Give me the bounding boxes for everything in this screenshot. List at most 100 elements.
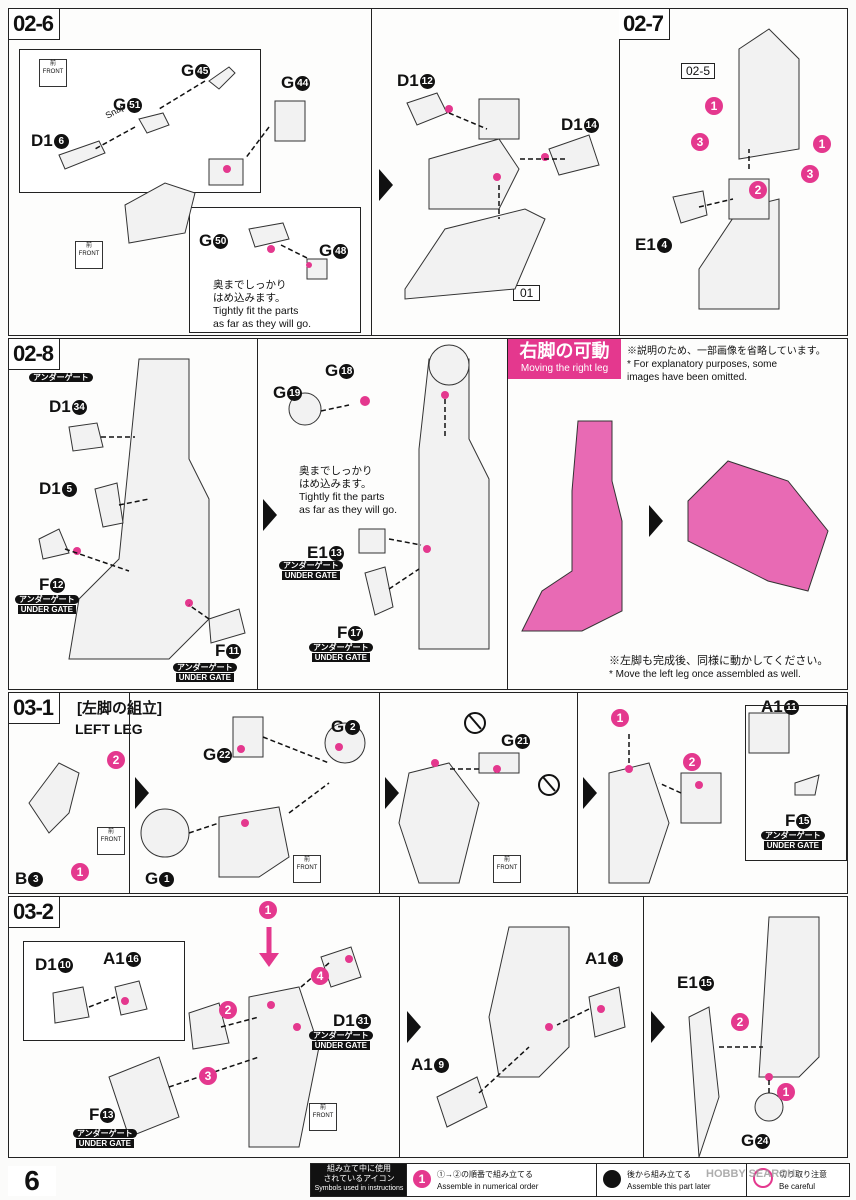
sub-assembly-box bbox=[23, 941, 185, 1041]
next-arrow bbox=[385, 777, 399, 809]
order-1: 1 bbox=[777, 1083, 795, 1101]
legend-title: 組み立て中に使用されているアイコン Symbols used in instru… bbox=[310, 1163, 408, 1197]
later-icon bbox=[603, 1170, 621, 1188]
next-arrow bbox=[407, 1011, 421, 1043]
part-tag: 01 bbox=[513, 285, 541, 301]
ref-tag: 02-5 bbox=[681, 63, 716, 79]
parts-drawing bbox=[52, 916, 820, 1158]
step-02-8: 02-8 bbox=[9, 339, 61, 370]
next-arrow bbox=[263, 499, 277, 531]
next-arrow bbox=[379, 169, 393, 201]
left-leg-note: ※左脚も完成後、同様に動かしてください。 * Move the left leg… bbox=[609, 655, 829, 680]
order-3: 3 bbox=[801, 165, 819, 183]
row-03-2: 03-2 bbox=[8, 896, 848, 1158]
row-03-1: 03-1 [左脚の組立] LEFT LEG bbox=[8, 692, 848, 894]
left-leg-title-jp: [左脚の組立] bbox=[77, 700, 162, 717]
next-arrow bbox=[583, 777, 597, 809]
order-1: 1 bbox=[611, 709, 629, 727]
next-arrow bbox=[135, 777, 149, 809]
step-03-1: 03-1 bbox=[9, 693, 61, 724]
legend-careful: 切り取り注意 Be careful bbox=[746, 1163, 850, 1197]
omission-note: ※説明のため、一部画像を省略しています。 * For explanatory p… bbox=[627, 346, 826, 383]
under-gate-tag: アンダーゲート bbox=[29, 373, 93, 382]
order-4: 4 bbox=[311, 967, 329, 985]
order-2: 2 bbox=[749, 181, 767, 199]
right-leg-title: 右脚の可動 Moving the right leg bbox=[508, 339, 621, 379]
next-arrow bbox=[651, 1011, 665, 1043]
order-3: 3 bbox=[199, 1067, 217, 1085]
watermark: HOBBY SEARCH bbox=[706, 1168, 796, 1180]
order-2: 2 bbox=[731, 1013, 749, 1031]
order-1: 1 bbox=[705, 97, 723, 115]
parts-drawing bbox=[58, 28, 800, 310]
order-2: 2 bbox=[683, 753, 701, 771]
order-1: 1 bbox=[813, 135, 831, 153]
order-2: 2 bbox=[107, 751, 125, 769]
order-1: 1 bbox=[259, 901, 277, 919]
step-02-7: 02-7 bbox=[619, 9, 671, 40]
careful-icon bbox=[753, 1168, 773, 1188]
order-2: 2 bbox=[219, 1001, 237, 1019]
order-3: 3 bbox=[691, 133, 709, 151]
leg-motion-drawing bbox=[521, 420, 829, 632]
parts-drawing bbox=[28, 712, 820, 884]
parts-drawing bbox=[38, 344, 490, 660]
detail-box bbox=[745, 705, 847, 861]
order-1: 1 bbox=[71, 863, 89, 881]
legend-order: 1 ①→②の順番で組み立てる Assemble in numerical ord… bbox=[406, 1163, 598, 1197]
step-02-6: 02-6 bbox=[9, 9, 61, 40]
order-icon: 1 bbox=[413, 1170, 431, 1188]
left-leg-title-en: LEFT LEG bbox=[75, 721, 143, 737]
next-arrow bbox=[649, 505, 663, 537]
